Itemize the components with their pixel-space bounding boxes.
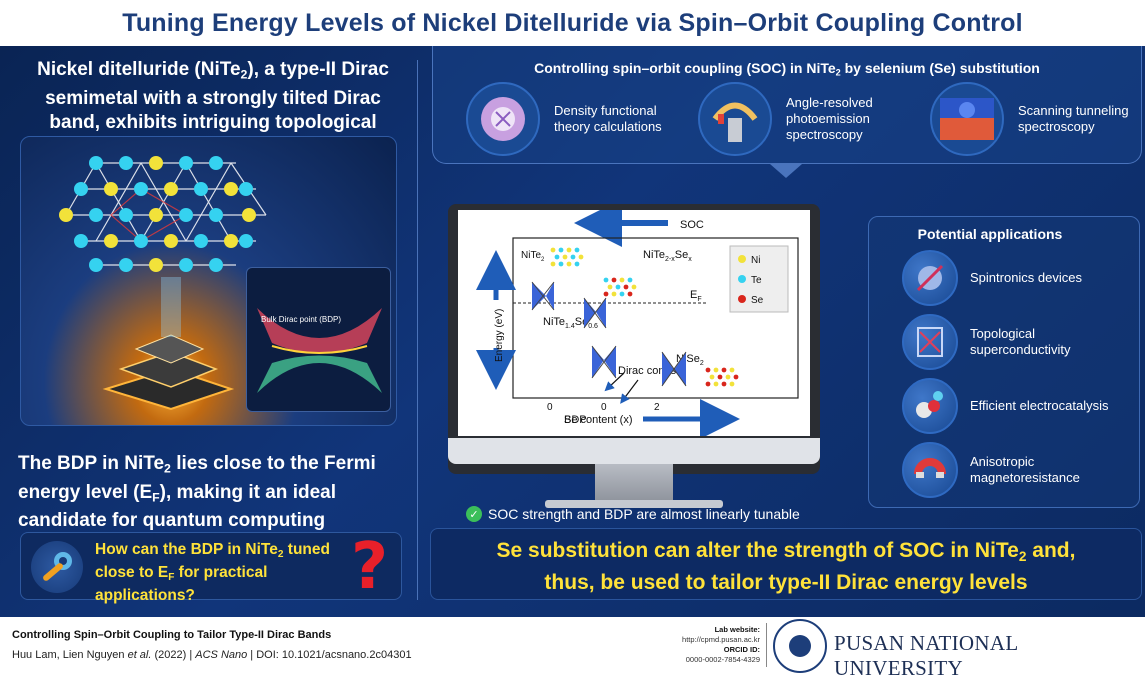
footer-divider	[766, 623, 767, 667]
dirac-cone-4	[661, 351, 687, 387]
university-seal-icon	[773, 619, 827, 673]
title-bar: Tuning Energy Levels of Nickel Ditelluri…	[0, 0, 1145, 46]
soc-panel-pointer	[770, 164, 802, 178]
app-label: Topological superconductivity	[970, 326, 1071, 357]
method-label: Density functional theory calculations	[554, 103, 662, 134]
spintronics-icon	[902, 250, 958, 306]
soc-label: SOC	[680, 219, 704, 231]
atom-cluster	[705, 367, 739, 387]
stm-icon	[930, 82, 1004, 156]
app-magnetoresistance: Anisotropic magnetoresistance	[902, 442, 1110, 498]
question-mark-icon: ?	[351, 530, 389, 604]
x-axis-label: Se content (x)	[564, 414, 632, 426]
footer-paper-title: Controlling Spin–Orbit Coupling to Tailo…	[12, 629, 332, 641]
bdp-label: BDP	[564, 414, 587, 426]
monitor-bezel	[448, 438, 820, 464]
monitor-stand	[595, 464, 673, 502]
legend-label: Ni	[751, 255, 760, 266]
soc-title: Controlling spin–orbit coupling (SOC) in…	[534, 60, 1040, 78]
university-name: PUSAN NATIONAL UNIVERSITY	[834, 631, 1018, 675]
question-text: How can the BDP in NiTe2 tuned close to …	[95, 541, 330, 605]
ef-label: EF	[690, 289, 702, 303]
applications-title: Potential applications	[917, 226, 1063, 242]
orcid-id: 0000-0002-7854-4329	[685, 655, 760, 664]
footer: Controlling Spin–Orbit Coupling to Tailo…	[0, 617, 1145, 675]
x-tick: 2	[654, 402, 660, 413]
plot-frame	[512, 237, 799, 399]
atom-cluster	[603, 277, 637, 297]
method-label: Angle-resolved photoemission spectroscop…	[786, 95, 873, 142]
nite2-crystal-illustration: Bulk Dirac point (BDP)	[20, 136, 397, 426]
bdp-inset	[246, 267, 391, 412]
left-headline: Nickel ditelluride (NiTe2), a type-II Di…	[37, 59, 389, 157]
y-axis-label: Energy (eV)	[494, 309, 505, 362]
main-panel: Nickel ditelluride (NiTe2), a type-II Di…	[0, 46, 1145, 617]
monitor-base	[545, 500, 723, 508]
method-sts: Scanning tunneling spectroscopy	[930, 82, 1138, 156]
bdp-text: The BDP in NiTe2 lies close to the Fermi…	[18, 453, 376, 532]
arpes-icon	[698, 82, 772, 156]
dft-icon	[466, 82, 540, 156]
method-label: Scanning tunneling spectroscopy	[1018, 103, 1129, 134]
wrench-gear-icon	[31, 541, 83, 593]
atom-cluster	[550, 247, 584, 267]
x-tick: 0	[547, 402, 553, 413]
method-arpes: Angle-resolved photoemission spectroscop…	[698, 82, 906, 156]
method-dft: Density functional theory calculations	[466, 82, 674, 156]
superconductivity-icon	[902, 314, 958, 370]
legend-swatch	[738, 295, 746, 303]
formula-label: NiTe2-xSex	[643, 249, 692, 263]
bdp-inset-label: Bulk Dirac point (BDP)	[261, 315, 342, 324]
nite2-label: NiTe2	[521, 250, 545, 263]
electrocatalysis-icon	[902, 378, 958, 434]
column-divider	[417, 60, 418, 600]
dirac-arrow	[620, 379, 639, 404]
footer-citation: Huu Lam, Lien Nguyen et al. (2022) | ACS…	[12, 649, 412, 661]
soc-methods-panel	[432, 46, 1142, 164]
conclusion-text: Se substitution can alter the strength o…	[496, 539, 1076, 595]
tunable-statement: ✓ SOC strength and BDP are almost linear…	[466, 506, 800, 522]
x-tick: 0	[601, 402, 607, 413]
magnet-icon	[902, 442, 958, 498]
app-label: Efficient electrocatalysis	[970, 398, 1109, 413]
app-label: Spintronics devices	[970, 270, 1082, 285]
legend-label: Te	[751, 275, 762, 286]
lab-url[interactable]: http://cpmd.pusan.ac.kr	[682, 635, 760, 644]
legend-swatch	[738, 275, 746, 283]
dirac-cone-3	[591, 345, 617, 379]
app-label: Anisotropic magnetoresistance	[970, 454, 1080, 485]
dirac-cone-1	[531, 281, 555, 311]
lattice-graphic	[59, 156, 267, 411]
dirac-arrow	[604, 372, 625, 392]
check-icon: ✓	[466, 506, 482, 522]
app-superconductivity: Topological superconductivity	[902, 314, 1110, 370]
question-box: How can the BDP in NiTe2 tuned close to …	[20, 530, 402, 604]
conclusion-box	[430, 528, 1142, 600]
monitor-screen: SOC Energy (eV) EF NiTe2 NiTe2-xSex NiTe…	[458, 210, 810, 436]
legend-swatch	[738, 255, 746, 263]
app-electrocatalysis: Efficient electrocatalysis	[902, 378, 1110, 434]
legend-label: Se	[751, 295, 764, 306]
page-title: Tuning Energy Levels of Nickel Ditelluri…	[122, 8, 1023, 37]
app-spintronics: Spintronics devices	[902, 250, 1110, 306]
dirac-cones-label: Dirac cones	[618, 365, 677, 377]
lab-info: Lab website: http://cpmd.pusan.ac.kr ORC…	[682, 625, 760, 664]
dirac-cone-2	[583, 297, 607, 329]
dirac-band-graphic	[257, 308, 382, 393]
soc-tuning-diagram: SOC Energy (eV) EF NiTe2 NiTe2-xSex NiTe…	[476, 210, 799, 436]
